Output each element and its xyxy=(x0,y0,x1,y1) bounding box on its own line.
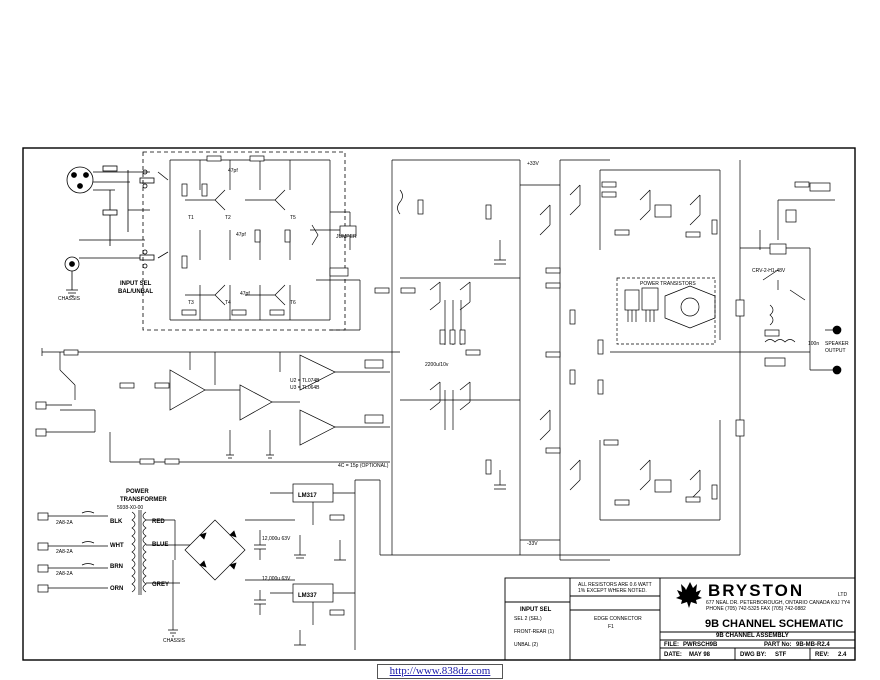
optional-cap-note: 4C = 15p (OPTIONAL) xyxy=(338,463,389,469)
cap-47pf-1: 47pf xyxy=(228,168,238,174)
input-sel-label-2: BAL/UNBAL xyxy=(118,289,153,295)
input-sel-label: INPUT SEL xyxy=(120,281,152,287)
fuse-3: 2A8-2A xyxy=(56,571,73,577)
wire-orn: ORN xyxy=(110,586,123,592)
output-stage xyxy=(374,159,810,561)
power-transformer-label: POWER xyxy=(126,489,149,495)
power-transformer-label-2: TRANSFORMER xyxy=(120,497,167,503)
part-value: 9B-MB-R2.4 xyxy=(796,642,830,648)
input-section xyxy=(64,151,346,331)
maple-leaf-logo xyxy=(676,582,702,608)
wire-blue: BLUE xyxy=(152,542,168,548)
cap-47pf-2: 47pf xyxy=(236,232,246,238)
footer-url-link[interactable]: http://www.838dz.com xyxy=(377,664,503,679)
power-transformer-part: 5938-X0-00 xyxy=(117,505,143,511)
rail-plus: +33V xyxy=(527,161,539,167)
speaker-output-label: SPEAKER xyxy=(825,341,849,347)
ic-note-u2: U2 = TL074B xyxy=(290,378,320,384)
speaker-output-section xyxy=(740,181,842,375)
resistor-note-1: ALL RESISTORS ARE 0.6 WATT xyxy=(578,582,652,588)
edge-connector-title: EDGE CONNECTOR xyxy=(594,616,642,622)
edge-connector-row: F1 xyxy=(608,624,614,630)
wire-blk: BLK xyxy=(110,519,123,525)
address-line-1: 677 NEAL DR. PETERBOROUGH, ONTARIO CANAD… xyxy=(706,600,850,606)
wire-red: RED xyxy=(152,519,165,525)
ic-lm337: LM337 xyxy=(298,593,317,599)
chassis-label-1: CHASSIS xyxy=(58,296,81,302)
title-block-frame xyxy=(504,577,856,661)
part-label: PART No: xyxy=(764,642,792,648)
ic-note-u3: U3 = TL064B xyxy=(290,385,320,391)
fuse-2: 2A8-2A xyxy=(56,549,73,555)
cap-100n: 100n xyxy=(808,341,819,347)
dwg-value: STF xyxy=(775,652,787,658)
input-sel-row-1: SEL 2 (SEL) xyxy=(514,616,542,622)
cap-12000u-1: 12,000u 63V xyxy=(262,536,291,542)
power-transistors-label: POWER TRANSISTORS xyxy=(640,281,696,287)
balanced-input-stage xyxy=(169,155,361,331)
rev-value: 2.4 xyxy=(838,652,847,658)
jumper-label: JUMPER xyxy=(336,234,357,240)
date-label: DATE: xyxy=(664,652,682,658)
cap-2200u: 2200u/10v xyxy=(425,362,449,368)
fuse-1: 2A8-2A xyxy=(56,520,73,526)
chassis-label-2: CHASSIS xyxy=(163,638,186,644)
wire-wht: WHT xyxy=(110,543,124,549)
cap-12000u-2: 12,000u 63V xyxy=(262,576,291,582)
relay-label: CRV-2-H1-48V xyxy=(752,268,786,274)
wire-brn: BRN xyxy=(110,564,123,570)
opamp-section xyxy=(35,348,400,465)
t1-label: T1 xyxy=(188,215,194,221)
file-value: PWRSCH9B xyxy=(683,642,718,648)
resistor-note-2: 1% EXCEPT WHERE NOTED. xyxy=(578,588,647,594)
t5-label: T5 xyxy=(290,215,296,221)
power-supply-section xyxy=(37,479,520,650)
wire-grey: GREY xyxy=(152,582,169,588)
company-suffix: LTD xyxy=(838,592,847,598)
drawing-subtitle: 9B CHANNEL ASSEMBLY xyxy=(716,633,789,639)
address-line-2: PHONE (705) 742-5325 FAX (705) 742-0882 xyxy=(706,606,806,612)
ic-lm317: LM317 xyxy=(298,493,317,499)
cap-47pf-3: 47pf xyxy=(240,291,250,297)
input-sel-table-title: INPUT SEL xyxy=(520,607,552,613)
t3-label: T3 xyxy=(188,300,194,306)
input-sel-row-3: UNBAL (2) xyxy=(514,642,538,648)
t4-label: T4 xyxy=(225,300,231,306)
t2-label: T2 xyxy=(225,215,231,221)
sheet-border xyxy=(22,147,856,661)
input-sel-row-2: FRONT-REAR (1) xyxy=(514,629,554,635)
date-value: MAY 98 xyxy=(689,652,711,658)
power-transistors-box xyxy=(616,277,716,345)
file-label: FILE: xyxy=(664,642,679,648)
speaker-output-label-2: OUTPUT xyxy=(825,348,846,354)
company-name: BRYSTON xyxy=(708,581,804,600)
rail-minus: -33V xyxy=(527,541,538,547)
dwg-label: DWG BY: xyxy=(740,652,766,658)
t6-label: T6 xyxy=(290,300,296,306)
drawing-title: 9B CHANNEL SCHEMATIC xyxy=(705,618,843,630)
rev-label: REV: xyxy=(815,652,829,658)
input-sel-label-1: INPUT SEL xyxy=(120,281,152,287)
